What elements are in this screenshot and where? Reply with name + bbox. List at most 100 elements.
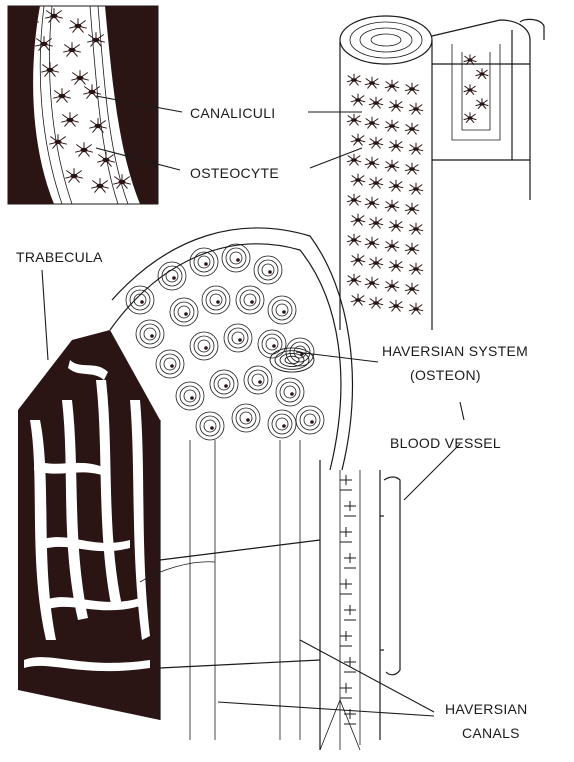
osteon-ring [268, 296, 296, 324]
label-haversian-canals-2: CANALS [462, 725, 520, 741]
osteocyte-cell [385, 120, 399, 132]
osteocyte-cell [369, 297, 383, 309]
osteon-ring [210, 370, 238, 398]
osteocyte-cell [385, 280, 399, 292]
osteocyte-cell [351, 134, 365, 146]
label-trabecula: TRABECULA [16, 249, 103, 265]
osteon-ring [126, 286, 154, 314]
canal-mark [340, 683, 352, 698]
osteocyte-cell [409, 183, 423, 195]
osteocyte-cell [385, 240, 399, 252]
osteocyte-cells-cylinder [347, 54, 489, 314]
osteon-ring [232, 404, 260, 432]
label-osteon: (OSTEON) [410, 367, 481, 383]
osteocyte-cell [464, 112, 477, 122]
osteon-ring [296, 406, 324, 434]
osteocyte-cell [365, 237, 379, 249]
osteon-ring [236, 286, 264, 314]
osteocyte-cell [389, 100, 403, 112]
osteocyte-cell [389, 220, 403, 232]
osteocyte-cell [351, 94, 365, 106]
osteocyte-cell [365, 277, 379, 289]
osteocyte-inset [8, 6, 158, 204]
osteocyte-cell [351, 254, 365, 266]
osteocyte-cell [389, 180, 403, 192]
osteocyte-cell [351, 174, 365, 186]
canal-mark [340, 475, 352, 490]
osteon-ring [268, 410, 296, 438]
osteon-ring [258, 330, 286, 358]
haversian-system-detail [270, 348, 314, 372]
osteocyte-cell [405, 243, 419, 255]
osteocyte-cell [369, 217, 383, 229]
osteon-ring [170, 298, 198, 326]
canal-mark [340, 631, 352, 646]
canal-mark [340, 527, 352, 542]
osteocyte-cell [389, 300, 403, 312]
osteocyte-cell [369, 137, 383, 149]
osteocyte-cell [347, 74, 361, 86]
osteon-ring [136, 320, 164, 348]
canal-mark [344, 501, 356, 516]
canal-mark [344, 605, 356, 620]
bone-section [18, 228, 400, 750]
label-osteocyte: OSTEOCYTE [190, 165, 279, 181]
label-canaliculi: CANALICULI [190, 105, 275, 121]
osteocyte-cell [409, 263, 423, 275]
osteocyte-cell [476, 98, 489, 108]
osteon-ring [254, 256, 282, 284]
label-blood-vessel: BLOOD VESSEL [390, 435, 501, 451]
osteocyte-cell [347, 234, 361, 246]
osteocyte-cell [476, 68, 489, 78]
osteocyte-cell [369, 97, 383, 109]
canal-mark [344, 553, 356, 568]
osteocyte-cell [405, 283, 419, 295]
osteon-ring [244, 366, 272, 394]
osteocyte-cell [464, 54, 477, 64]
osteocyte-cell [405, 83, 419, 95]
osteocyte-cell [405, 123, 419, 135]
osteocyte-cell [347, 194, 361, 206]
osteon-circles [126, 244, 324, 440]
osteocyte-cell [365, 77, 379, 89]
osteocyte-cell [365, 197, 379, 209]
osteocyte-cell [385, 80, 399, 92]
osteon-ring [222, 244, 250, 272]
osteocyte-cell [389, 140, 403, 152]
osteocyte-cell [409, 143, 423, 155]
canal-mark [340, 579, 352, 594]
osteocyte-cell [409, 303, 423, 315]
osteon-ring [202, 286, 230, 314]
osteon-ring [224, 324, 252, 352]
osteon-ring [190, 332, 218, 360]
osteocyte-cell [347, 274, 361, 286]
osteocyte-cell [405, 163, 419, 175]
osteon-ring [176, 382, 204, 410]
osteocyte-cell [409, 223, 423, 235]
osteocyte-cell [385, 160, 399, 172]
osteocyte-cell [369, 177, 383, 189]
blood-vessel [380, 477, 400, 675]
osteocyte-cell [347, 114, 361, 126]
label-haversian-canals-1: HAVERSIAN [445, 701, 528, 717]
osteon-cylinder [340, 16, 544, 330]
osteocyte-cell [389, 260, 403, 272]
osteocyte-cell [365, 157, 379, 169]
osteon-ring [156, 350, 184, 378]
osteocyte-cell [409, 103, 423, 115]
osteon-ring [190, 248, 218, 276]
osteocyte-cell [365, 117, 379, 129]
osteocyte-cell [351, 214, 365, 226]
osteon-ring [276, 378, 304, 406]
volkmann-canal-marks [340, 475, 356, 724]
osteon-ring [158, 262, 186, 290]
osteocyte-cell [351, 294, 365, 306]
osteocyte-cell [385, 200, 399, 212]
osteocyte-cell [369, 257, 383, 269]
label-haversian-system: HAVERSIAN SYSTEM [382, 343, 528, 359]
osteon-ring [196, 412, 224, 440]
osteocyte-cell [464, 84, 477, 94]
osteocyte-cell [405, 203, 419, 215]
osteocyte-cell [347, 154, 361, 166]
